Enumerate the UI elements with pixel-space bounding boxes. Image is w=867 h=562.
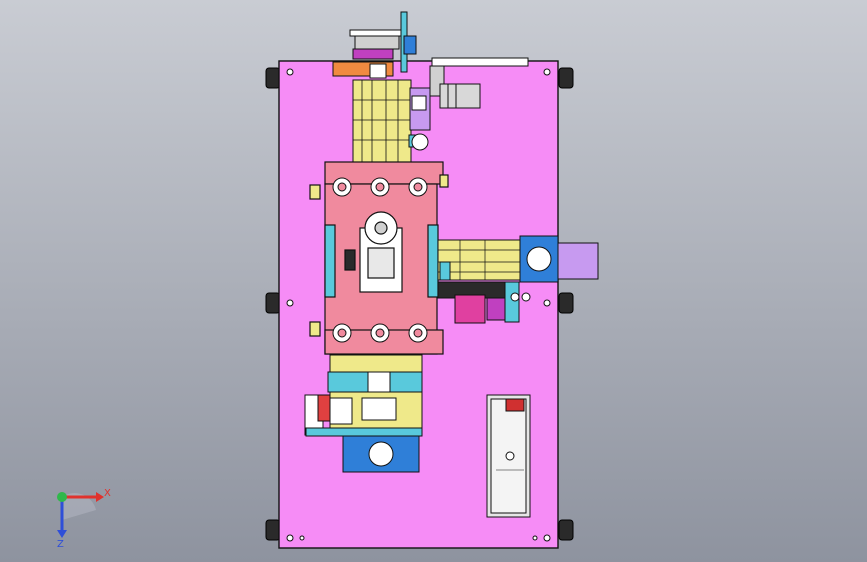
x-axis-label: X bbox=[104, 488, 111, 499]
selector-knob[interactable] bbox=[505, 451, 515, 461]
foot-top-right bbox=[558, 67, 574, 89]
foot-bottom-left bbox=[265, 519, 281, 541]
control-box[interactable] bbox=[486, 394, 531, 518]
base-plate-holes bbox=[286, 68, 551, 542]
bottom-drive-unit[interactable] bbox=[304, 354, 423, 473]
side-clamp-right[interactable] bbox=[427, 224, 439, 298]
rotary-block[interactable] bbox=[309, 161, 449, 355]
foot-mid-left bbox=[265, 292, 281, 314]
feed-chute[interactable] bbox=[557, 242, 599, 280]
z-axis-label: Z bbox=[57, 539, 64, 550]
foot-top-left bbox=[265, 67, 281, 89]
side-feeder[interactable] bbox=[437, 235, 599, 324]
emergency-stop-button[interactable] bbox=[505, 398, 525, 412]
mounting-feet bbox=[265, 67, 574, 541]
view-triad: X Z bbox=[57, 488, 111, 550]
side-clamp-left[interactable] bbox=[324, 224, 336, 298]
top-drive-unit[interactable] bbox=[332, 11, 529, 163]
foot-bottom-right bbox=[558, 519, 574, 541]
y-axis-arrow bbox=[57, 492, 67, 502]
drive-motor[interactable] bbox=[439, 83, 481, 109]
foot-mid-right bbox=[558, 292, 574, 314]
